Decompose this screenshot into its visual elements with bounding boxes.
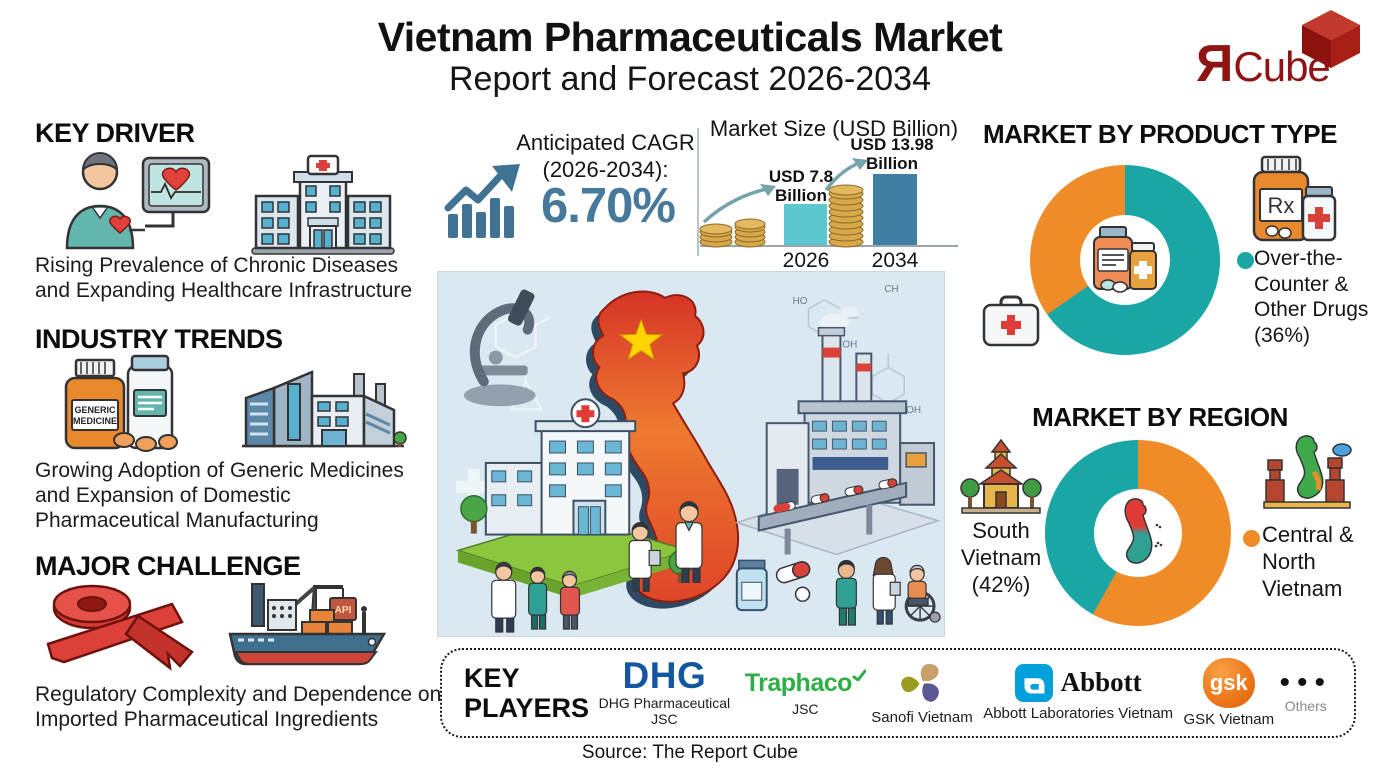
nurse-figure bbox=[528, 566, 548, 630]
people-illustration bbox=[491, 501, 941, 633]
abbott-a-icon bbox=[1014, 663, 1053, 702]
player-sanofi: Sanofi Vietnam bbox=[871, 660, 973, 726]
region-donut-chart bbox=[1045, 440, 1231, 626]
coin-stacks-icon bbox=[699, 158, 868, 248]
traphaco-caption: JSC bbox=[792, 700, 819, 717]
chem-label-3: CH bbox=[884, 284, 898, 295]
region-central-north-legend-dot bbox=[1243, 530, 1260, 547]
cross-decoration bbox=[455, 468, 492, 505]
generic-bottle-label-line1: GENERIC bbox=[74, 405, 116, 415]
cagr-label-line2: (2026-2034): bbox=[542, 156, 669, 182]
rx-label: Rx bbox=[1268, 193, 1295, 218]
doctor-figure bbox=[491, 561, 517, 633]
chem-label-2: OH bbox=[842, 340, 857, 351]
year-2034: 2034 bbox=[871, 249, 919, 272]
patient-monitor-icon bbox=[65, 152, 211, 250]
chart-baseline bbox=[700, 245, 958, 247]
doctor-with-tablet-figure bbox=[628, 522, 661, 592]
player-abbott: Abbott Abbott Laboratories Vietnam bbox=[978, 663, 1178, 722]
api-container-label: API bbox=[335, 605, 352, 616]
industry-trends-heading: INDUSTRY TRENDS bbox=[35, 324, 283, 354]
major-challenge-text: Regulatory Complexity and Dependence on … bbox=[35, 683, 442, 732]
market-size-title: Market Size (USD Billion) bbox=[709, 116, 959, 141]
gsk-logo: gsk bbox=[1202, 657, 1255, 708]
bar-2026 bbox=[784, 204, 827, 245]
doctor-female-figure bbox=[872, 556, 901, 625]
sanofi-swirl-icon bbox=[899, 662, 941, 703]
product-type-donut-chart bbox=[1030, 165, 1220, 355]
region-south-label: South Vietnam (42%) bbox=[960, 518, 1042, 597]
logo-word-cube: Cube bbox=[1233, 43, 1330, 90]
microscope-icon bbox=[463, 289, 536, 407]
cagr-label-line1: Anticipated CAGR bbox=[516, 130, 695, 155]
patient-figure bbox=[559, 570, 581, 630]
key-driver-heading: KEY DRIVER bbox=[35, 118, 195, 148]
vietnam-pharma-illustration: HO OH CH OH bbox=[437, 271, 945, 637]
key-players-bar: KEY PLAYERS DHG DHG Pharmaceutical JSC T… bbox=[440, 648, 1356, 738]
player-dhg: DHG DHG Pharmaceutical JSC bbox=[589, 654, 739, 728]
abbott-caption: Abbott Laboratories Vietnam bbox=[983, 704, 1174, 722]
capsules-on-conveyor bbox=[773, 478, 898, 513]
page-subtitle: Report and Forecast 2026-2034 bbox=[449, 60, 931, 98]
cargo-ship-icon: API bbox=[228, 583, 387, 666]
generic-medicine-icon: GENERIC MEDICINE bbox=[64, 354, 178, 452]
page-title: Vietnam Pharmaceuticals Market bbox=[377, 14, 1003, 60]
generic-bottle-label-line2: MEDICINE bbox=[73, 416, 117, 426]
logo-letter-r: Я bbox=[1196, 35, 1234, 93]
region-heading: MARKET BY REGION bbox=[1032, 402, 1288, 432]
player-traphaco: Traphaco JSC bbox=[745, 669, 866, 717]
cagr-label: Anticipated CAGR (2026-2034): bbox=[508, 130, 703, 184]
hospital-icon bbox=[251, 154, 395, 255]
key-players-heading: KEY PLAYERS bbox=[464, 662, 590, 723]
vertical-divider bbox=[697, 128, 699, 256]
bar-label-2026: USD 7.8 Billion bbox=[768, 167, 834, 205]
factory-illustration bbox=[734, 305, 941, 556]
product-type-heading: MARKET BY PRODUCT TYPE bbox=[983, 119, 1338, 149]
chem-label-4: OH bbox=[906, 405, 921, 416]
cagr-growth-icon bbox=[444, 164, 520, 238]
bar-label-2034: USD 13.98 Billion bbox=[850, 135, 934, 173]
report-cube-logo: ЯCube bbox=[1196, 8, 1366, 100]
others-dots-icon: ••• bbox=[1279, 666, 1332, 700]
pharma-factory-icon bbox=[242, 370, 407, 448]
traphaco-logo: Traphaco bbox=[744, 668, 853, 697]
rx-bottle-icon: Rx bbox=[1252, 155, 1337, 242]
industry-trends-text: Growing Adoption of Generic Medicines an… bbox=[35, 459, 404, 533]
key-driver-text: Rising Prevalence of Chronic Diseases an… bbox=[35, 254, 413, 303]
region-donut-hole bbox=[1094, 489, 1182, 577]
source-note: Source: The Report Cube bbox=[581, 742, 799, 763]
player-others: ••• Others bbox=[1279, 666, 1332, 715]
vietnam-landmarks-icon bbox=[1263, 435, 1352, 509]
chem-label-1: HO bbox=[793, 296, 808, 307]
abbott-logo: Abbott bbox=[1060, 667, 1142, 698]
sanofi-caption: Sanofi Vietnam bbox=[871, 708, 973, 726]
vaccine-vial-icon bbox=[735, 559, 811, 612]
dhg-logo: DHG bbox=[622, 654, 707, 696]
year-2026: 2026 bbox=[782, 249, 830, 272]
gsk-caption: GSK Vietnam bbox=[1183, 710, 1275, 728]
others-caption: Others bbox=[1284, 698, 1327, 715]
otc-legend-label: Over-the-Counter & Other Drugs (36%) bbox=[1254, 247, 1369, 347]
nurse-male-figure bbox=[835, 559, 857, 626]
traphaco-leaf-icon bbox=[852, 669, 866, 681]
wheelchair-patient-figure bbox=[904, 564, 941, 623]
bar-2034 bbox=[873, 174, 917, 245]
pagoda-icon bbox=[960, 438, 1042, 514]
first-aid-kit-icon bbox=[982, 295, 1040, 347]
vietnam-flag-star bbox=[618, 318, 664, 361]
vietnam-mini-map-icon bbox=[1124, 498, 1163, 564]
player-gsk: gsk GSK Vietnam bbox=[1183, 657, 1275, 728]
product-type-donut-hole bbox=[1080, 215, 1170, 305]
major-challenge-heading: MAJOR CHALLENGE bbox=[35, 551, 301, 581]
red-tape-icon bbox=[46, 584, 194, 671]
medicine-bottles-icon bbox=[1093, 226, 1157, 293]
otc-legend-dot bbox=[1237, 252, 1254, 269]
logo-text: ЯCube bbox=[1196, 34, 1331, 94]
cube-icon bbox=[1302, 10, 1360, 68]
lead-doctor-figure bbox=[675, 501, 703, 583]
dhg-caption: DHG Pharmaceutical JSC bbox=[598, 695, 731, 728]
cagr-value: 6.70% bbox=[541, 179, 676, 233]
region-central-north-label: Central & North Vietnam bbox=[1262, 522, 1354, 601]
